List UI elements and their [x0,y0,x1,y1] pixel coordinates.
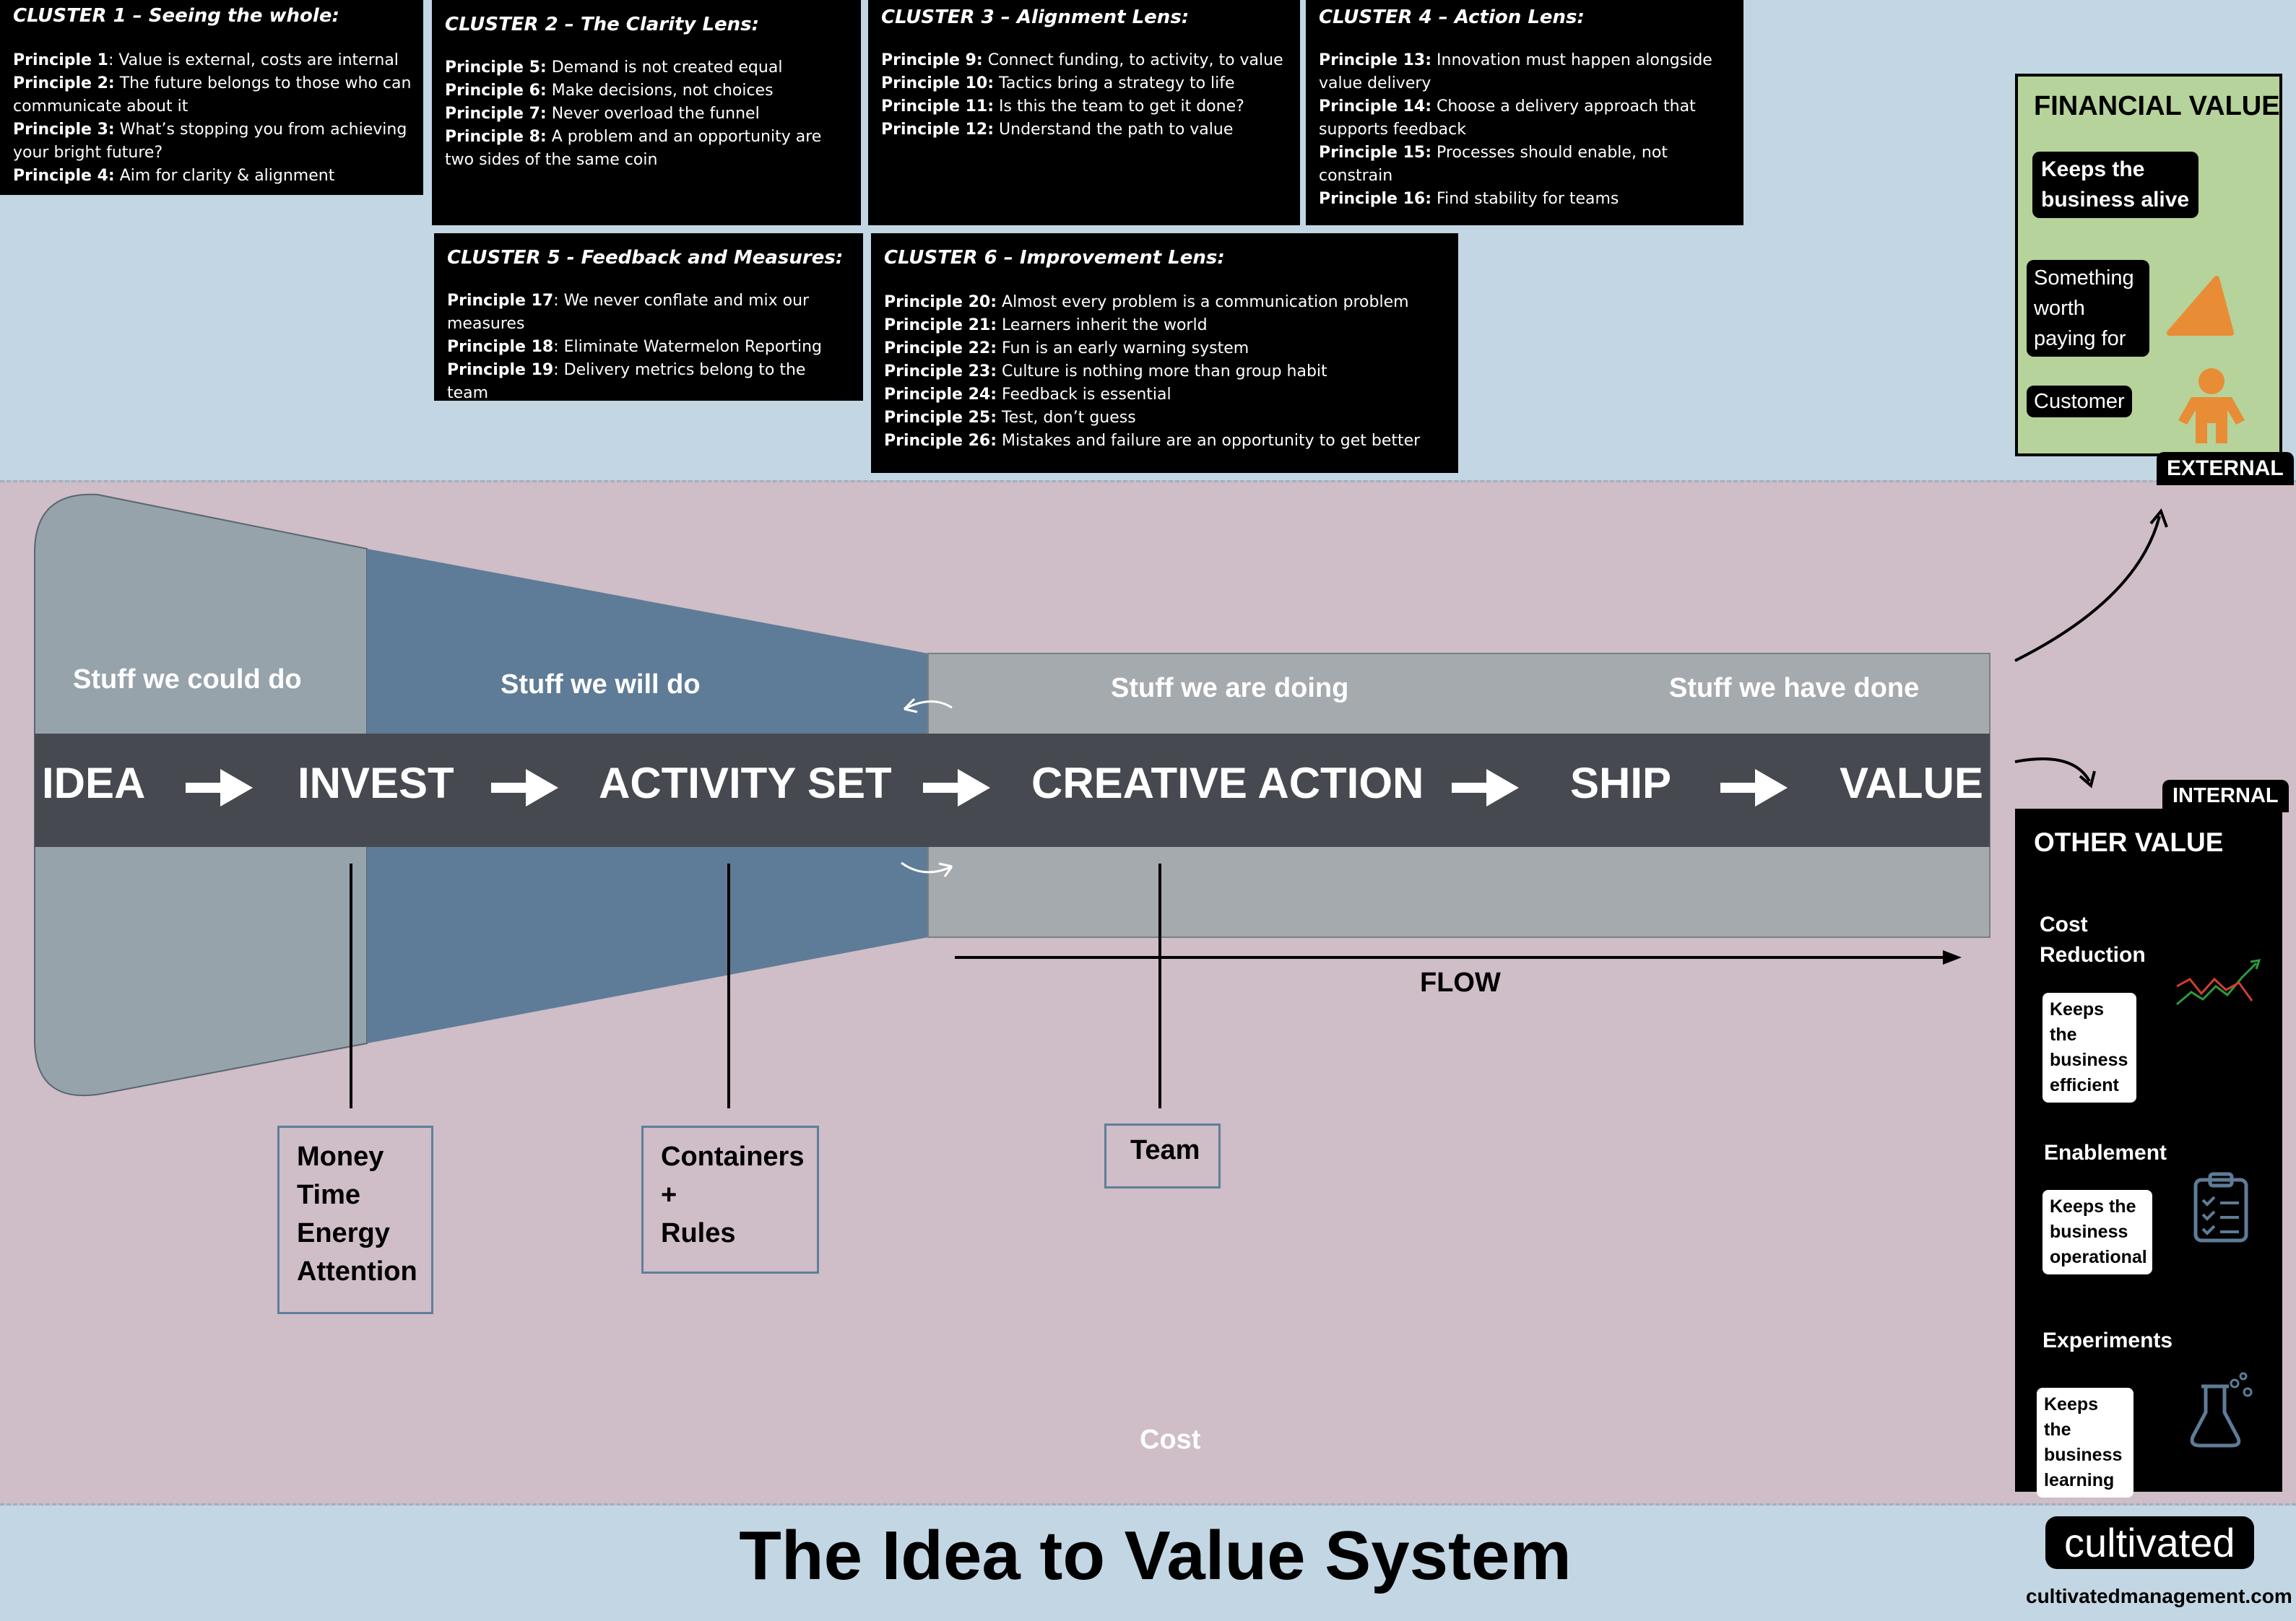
stage-arrow-1 [186,769,253,807]
principle: Principle 3: What’s stopping you from ac… [13,121,407,162]
invest-resources-box: Money Time Energy Attention [277,1126,433,1314]
keeps-alive-pill: Keeps the business alive [2032,152,2198,218]
principle: Principle 7: Never overload the funnel [445,105,760,123]
zone-label-could: Stuff we could do [73,664,302,695]
principle: Principle 1: Value is external, costs ar… [13,51,399,69]
principle: Principle 14: Choose a delivery approach… [1319,97,1696,139]
principle: Principle 19: Delivery metrics belong to… [447,361,806,402]
cluster-title: CLUSTER 4 – Action Lens: [1319,6,1585,28]
enablement-heading: Enablement [2044,1141,2167,1165]
cluster-3: CLUSTER 3 – Alignment Lens: Principle 9:… [868,0,1300,225]
customer-pill: Customer [2027,386,2132,417]
loop-arrow-top [904,700,953,710]
principle: Principle 16: Find stability for teams [1319,190,1619,208]
financial-value-title: FINANCIAL VALUE [2034,91,2280,121]
stage-arrow-3 [923,769,990,807]
stage-arrow-5 [1720,769,1788,807]
cluster-title: CLUSTER 3 – Alignment Lens: [881,6,1190,28]
other-value-panel: OTHER VALUE Cost Reduction Keeps the bus… [2015,809,2282,1498]
stage-ship: SHIP [1570,759,1672,807]
principle: Principle 24: Feedback is essential [884,386,1171,404]
team-box: Team [1104,1124,1221,1188]
flow-label: FLOW [1420,968,1501,998]
cluster-1: CLUSTER 1 – Seeing the whole: Principle … [0,0,423,195]
principle: Principle 21: Learners inherit the world [884,316,1208,334]
efficient-pill: Keeps the business efficient [2042,993,2136,1103]
external-tag: EXTERNAL [2157,452,2294,485]
triangle-icon [2167,276,2234,336]
stage-activity-set: ACTIVITY SET [599,759,892,807]
principle: Principle 18: Eliminate Watermelon Repor… [447,338,822,356]
flask-icon [2190,1372,2253,1448]
stage-band [35,734,1990,847]
principle: Principle 13: Innovation must happen alo… [1319,51,1712,92]
cost-label: Cost [1140,1425,1201,1455]
external-arrow [2014,516,2161,662]
learning-pill: Keeps the business learning [2037,1388,2133,1498]
principle: Principle 26: Mistakes and failure are a… [884,432,1421,450]
page-title: The Idea to Value System [739,1517,1572,1594]
cluster-title: CLUSTER 5 - Feedback and Measures: [447,247,844,269]
internal-arrow [2014,757,2091,782]
cluster-2: CLUSTER 2 – The Clarity Lens: Principle … [432,0,861,225]
loop-arrow-bottom [901,861,953,874]
stage-arrow-4 [1452,769,1519,807]
stage-creative-action: CREATIVE ACTION [1031,759,1424,807]
principle: Principle 22: Fun is an early warning sy… [884,339,1249,357]
worth-paying-pill: Something worth paying for [2027,260,2149,357]
cluster-5: CLUSTER 5 - Feedback and Measures: Princ… [434,233,863,402]
principle: Principle 12: Understand the path to val… [881,121,1234,139]
principle: Principle 17: We never conflate and mix … [447,292,810,333]
cluster-title: CLUSTER 6 – Improvement Lens: [884,247,1225,269]
cluster-title: CLUSTER 2 – The Clarity Lens: [445,14,760,35]
zone-label-doing: Stuff we are doing [1111,673,1349,703]
principle: Principle 20: Almost every problem is a … [884,293,1409,311]
cluster-title: CLUSTER 1 – Seeing the whole: [13,5,339,27]
activity-resources-box: Containers + Rules [641,1126,819,1274]
zone-label-will: Stuff we will do [501,669,701,700]
cluster-6: CLUSTER 6 – Improvement Lens: Principle … [871,233,1458,473]
principle: Principle 6: Make decisions, not choices [445,82,774,100]
principle: Principle 4: Aim for clarity & alignment [13,167,335,185]
financial-value-panel: FINANCIAL VALUE Keeps the business alive… [2015,74,2282,456]
principle: Principle 9: Connect funding, to activit… [881,51,1283,69]
principle: Principle 2: The future belongs to those… [13,74,412,116]
principle: Principle 11: Is this the team to get it… [881,97,1244,116]
principle: Principle 25: Test, don’t guess [884,409,1136,427]
brand-logo: cultivated [2045,1516,2254,1569]
trend-chart-icon [2176,959,2261,1006]
operational-pill: Keeps the business operational [2042,1190,2152,1274]
clipboard-icon [2193,1172,2248,1243]
principle: Principle 8: A problem and an opportunit… [445,128,822,169]
principle: Principle 15: Processes should enable, n… [1319,144,1668,185]
stage-invest: INVEST [298,759,454,807]
principle: Principle 5: Demand is not created equal [445,58,783,77]
cluster-4: CLUSTER 4 – Action Lens: Principle 13: I… [1306,0,1743,225]
principle: Principle 23: Culture is nothing more th… [884,362,1327,381]
principle: Principle 10: Tactics bring a strategy t… [881,74,1235,92]
stage-arrow-2 [491,769,558,807]
other-value-title: OTHER VALUE [2034,827,2224,857]
brand-url[interactable]: cultivatedmanagement.com [2026,1585,2292,1607]
internal-tag: INTERNAL [2162,780,2289,812]
stage-idea: IDEA [42,759,146,807]
stage-value: VALUE [1840,759,1983,807]
cost-reduction-heading: Cost Reduction [2040,913,2146,967]
zone-label-done: Stuff we have done [1669,673,1920,703]
experiments-heading: Experiments [2042,1329,2173,1352]
person-icon [2178,368,2245,443]
